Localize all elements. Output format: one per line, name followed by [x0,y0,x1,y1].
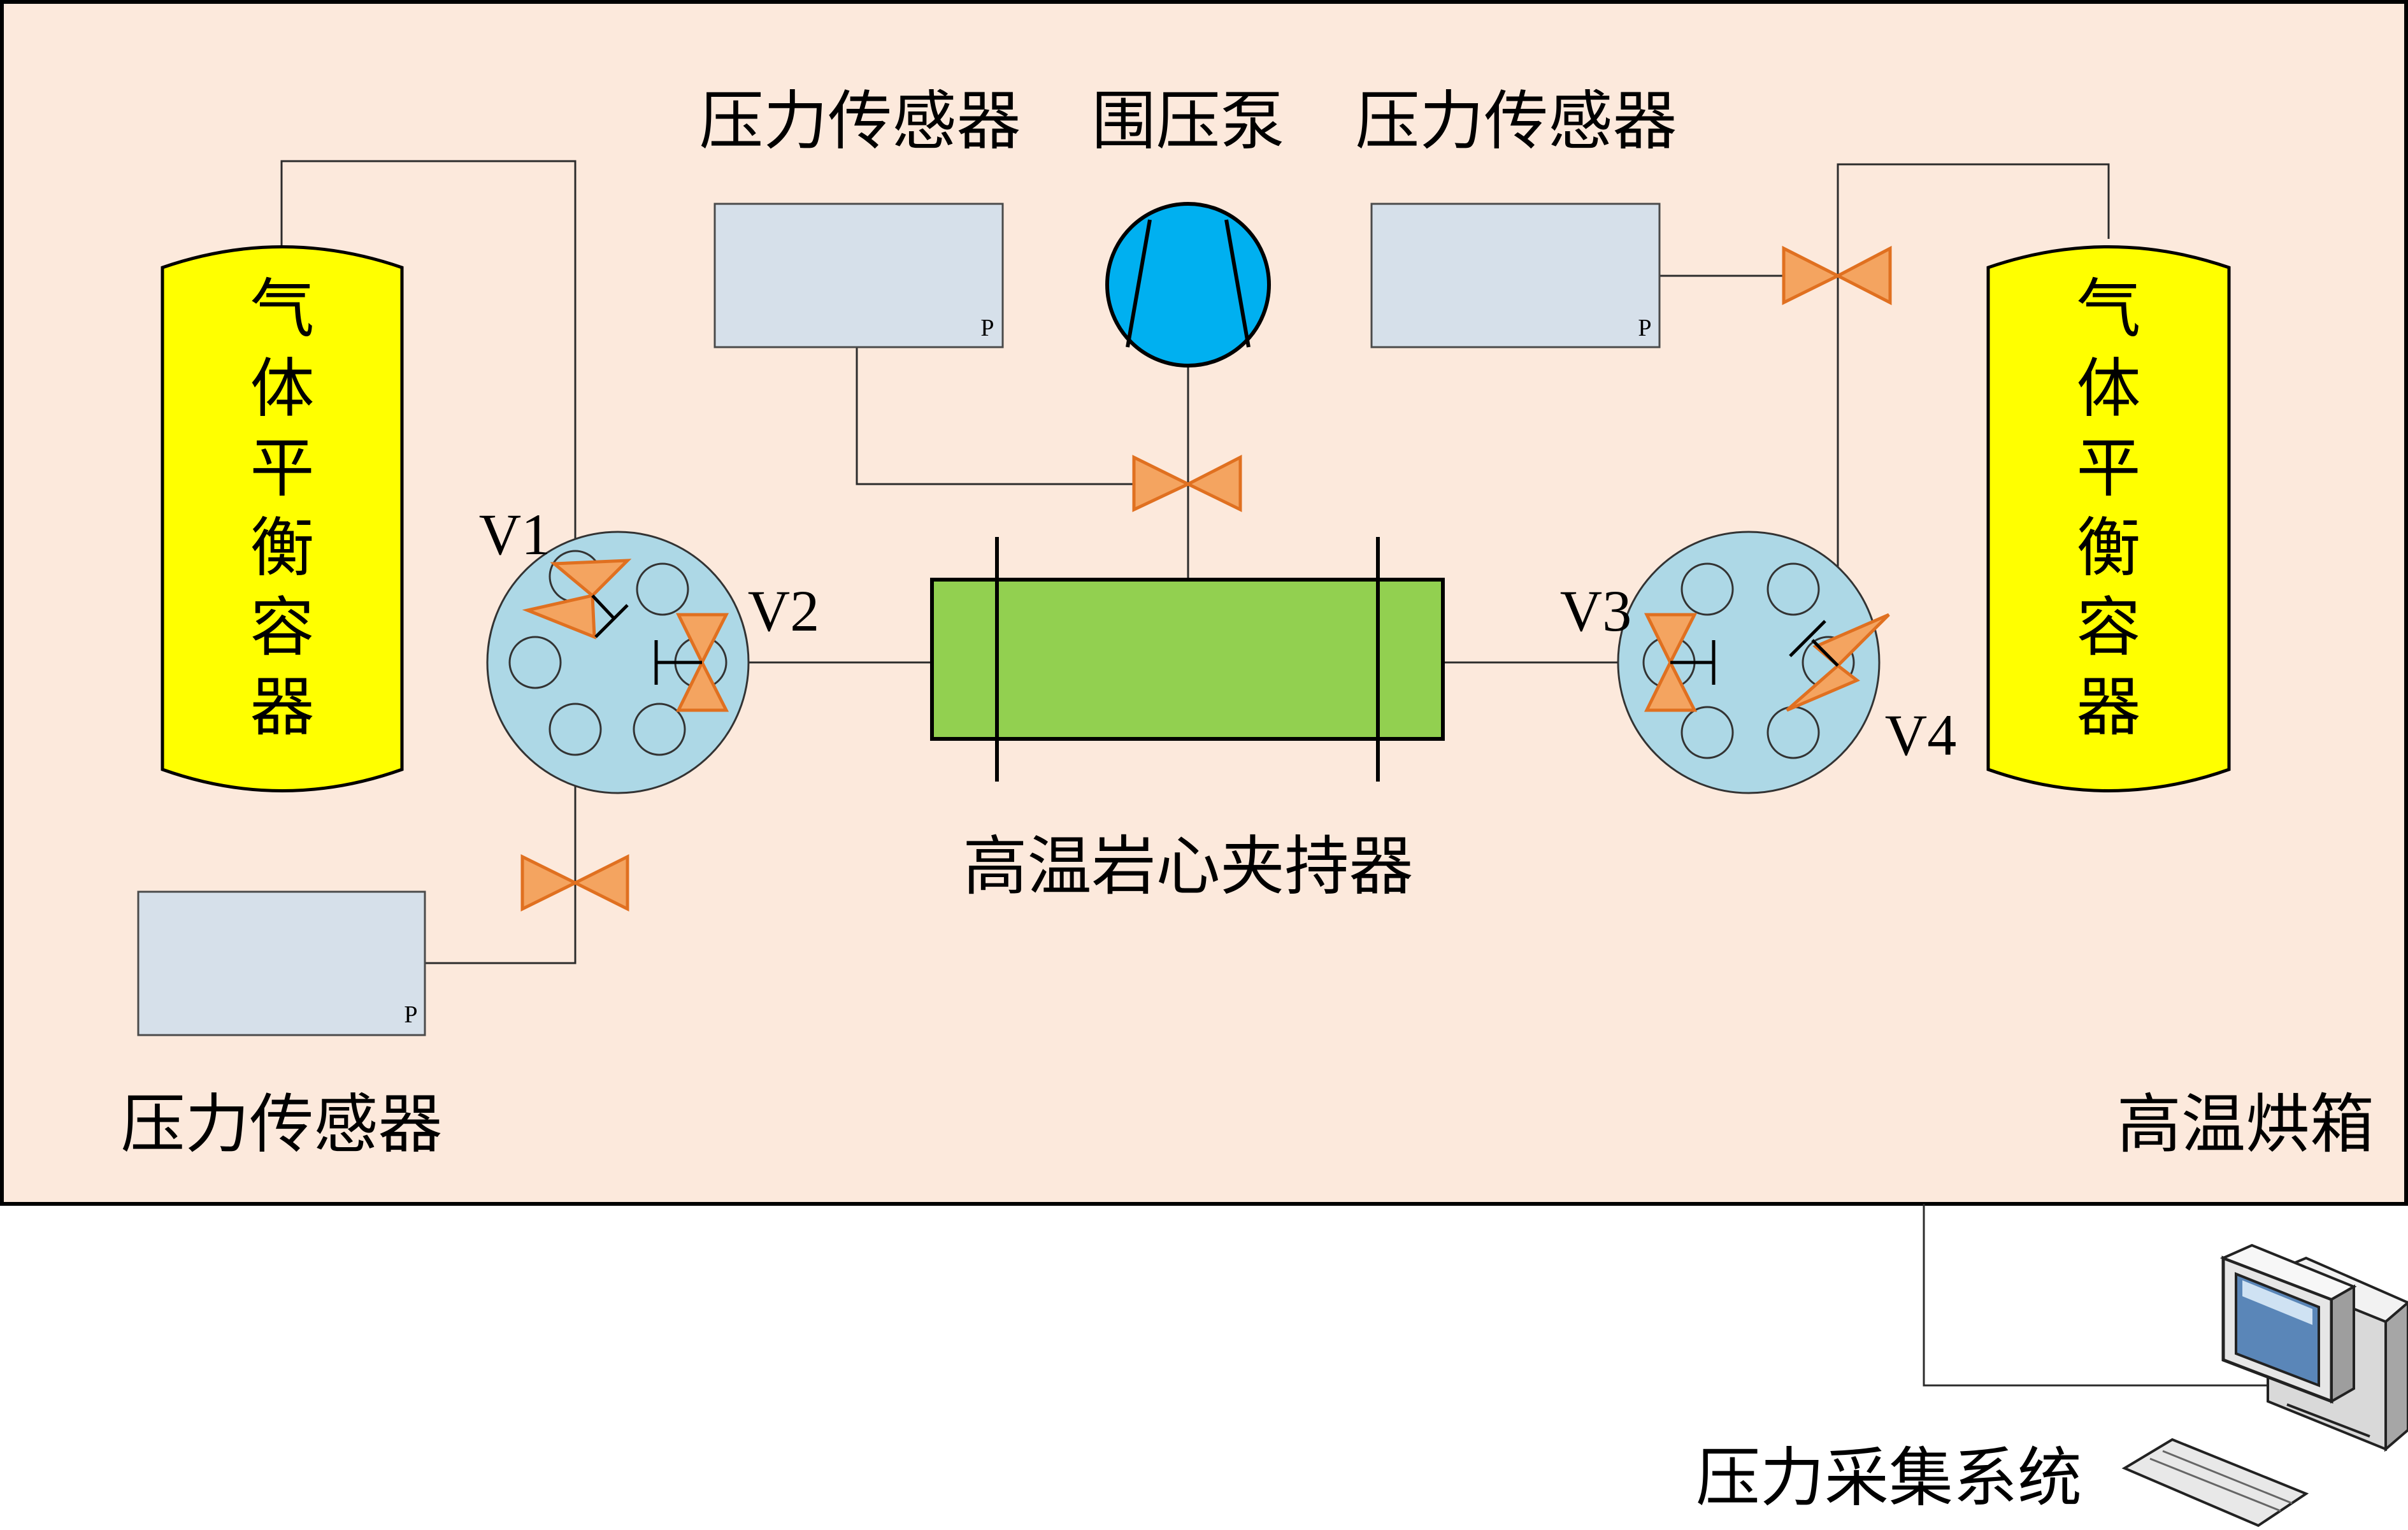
valve-label-v2: V2 [748,578,819,643]
right-gas-balance-vessel: 气 体 平 衡 容 器 [1986,245,2231,792]
sensor-marker-p: P [404,1001,417,1028]
valve-label-v1: V1 [479,502,550,567]
pressure-sensor-top-right: P [1370,203,1661,348]
right-vessel-char-6: 器 [2076,669,2140,745]
pressure-sensor-top-left: P [713,203,1004,348]
left-vessel-char-5: 容 [250,590,314,665]
left-vessel-char-1: 气 [250,271,314,347]
sensor-marker-p: P [1638,315,1651,341]
core-holder [930,537,1445,782]
left-multiport-valve [486,531,750,794]
valve-pump-line [1132,454,1242,513]
right-vessel-char-5: 容 [2076,590,2140,665]
pressure-sensor-bottom-left: P [137,890,426,1036]
sensor-label-top-right: 压力传感器 [1355,83,1677,159]
sensor-label-bottom-left: 压力传感器 [120,1087,442,1162]
left-vessel-char-6: 器 [250,669,314,745]
left-vessel-char-2: 体 [250,351,314,426]
valve-bottom-left-line [520,854,629,912]
sensor-marker-p: P [980,315,994,341]
right-vessel-char-1: 气 [2076,271,2140,347]
right-vessel-char-3: 平 [2076,431,2140,506]
valve-label-v3: V3 [1560,578,1631,643]
computer-icon [2121,1243,2408,1527]
left-gas-balance-vessel: 气 体 平 衡 容 器 [161,245,404,792]
left-vessel-char-3: 平 [250,431,314,506]
core-holder-label: 高温岩心夹持器 [963,829,1413,904]
confining-pressure-pump [1105,202,1271,368]
right-multiport-valve [1617,531,1890,794]
acquisition-system-label: 压力采集系统 [1696,1440,2082,1515]
valve-label-v4: V4 [1885,703,1956,768]
sensor-label-top-left: 压力传感器 [699,83,1021,159]
right-vessel-char-4: 衡 [2076,510,2140,585]
oven-label: 高温烘箱 [2117,1087,2374,1162]
pump-label: 围压泵 [1091,83,1284,159]
right-vessel-char-2: 体 [2076,351,2140,426]
valve-top-right-line [1782,245,1892,306]
left-vessel-char-4: 衡 [250,510,314,585]
